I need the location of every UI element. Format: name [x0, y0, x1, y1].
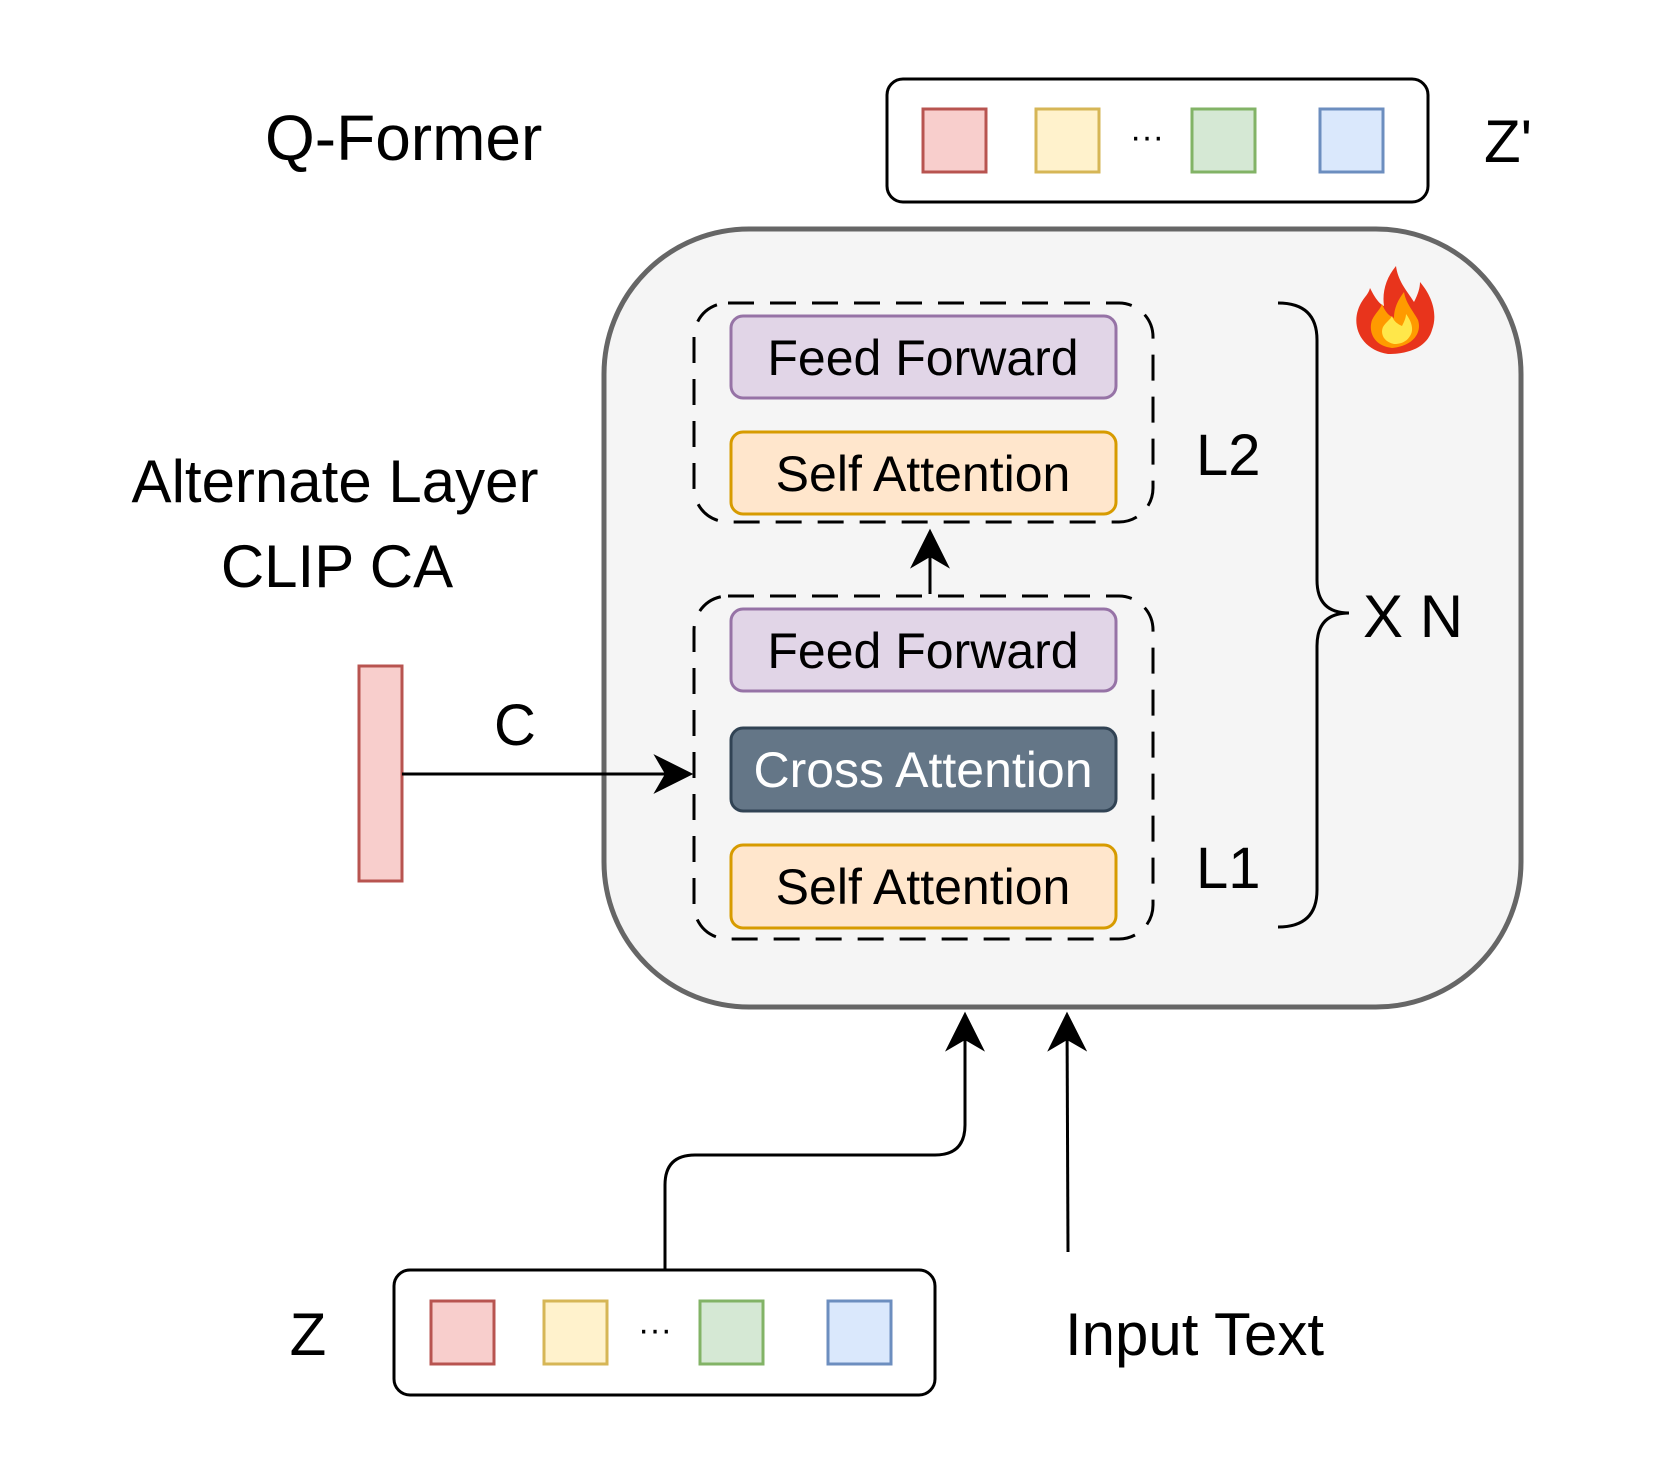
input-token-yellow — [542, 1299, 609, 1366]
clip-ca-label: CLIP CA — [221, 533, 453, 600]
repeat-brace — [1277, 301, 1350, 929]
input-token-green — [698, 1299, 765, 1366]
input-token-red — [429, 1299, 496, 1366]
output-label: Z' — [1484, 108, 1532, 175]
input-ellipsis: ··· — [638, 1311, 672, 1349]
layer2-feed-forward-block: Feed Forward — [729, 314, 1118, 400]
fire-icon — [1356, 266, 1435, 354]
layer1-feed-forward-block: Feed Forward — [729, 607, 1118, 693]
output-token-yellow — [1034, 107, 1101, 174]
output-ellipsis: ··· — [1130, 118, 1164, 156]
layer1-cross-attention-label: Cross Attention — [753, 742, 1092, 798]
output-token-blue — [1318, 107, 1385, 174]
layer2-group — [692, 301, 1155, 524]
output-token-red — [921, 107, 988, 174]
input-token-sequence: ··· — [392, 1268, 937, 1397]
layer1-cross-attention-block: Cross Attention — [729, 726, 1118, 813]
layer1-group — [692, 594, 1155, 941]
input-token-box — [392, 1268, 937, 1397]
diagram-title: Q-Former — [265, 102, 542, 174]
layer1-feed-forward-label: Feed Forward — [767, 623, 1078, 679]
layer2-self-attention-block: Self Attention — [729, 430, 1118, 516]
repeat-label: X N — [1363, 583, 1463, 650]
output-token-sequence: ··· — [885, 77, 1430, 204]
output-token-box — [885, 77, 1430, 204]
layer2-self-attention-label: Self Attention — [776, 446, 1071, 502]
input-token-blue — [826, 1299, 893, 1366]
layer2-feed-forward-label: Feed Forward — [767, 330, 1078, 386]
layer2-label: L2 — [1196, 423, 1261, 488]
layer1-self-attention-label: Self Attention — [776, 859, 1071, 915]
output-token-green — [1190, 107, 1257, 174]
layer1-self-attention-block: Self Attention — [729, 843, 1118, 930]
input-text-label: Input Text — [1065, 1301, 1324, 1368]
alternate-layer-label: Alternate Layer — [132, 448, 539, 515]
input-label: Z — [290, 1301, 327, 1368]
condition-label: C — [494, 693, 536, 758]
input-tokens-arrow — [663, 1011, 985, 1270]
input-text-arrow — [1047, 1011, 1088, 1253]
condition-vector — [357, 664, 404, 883]
layer1-label: L1 — [1196, 836, 1261, 901]
